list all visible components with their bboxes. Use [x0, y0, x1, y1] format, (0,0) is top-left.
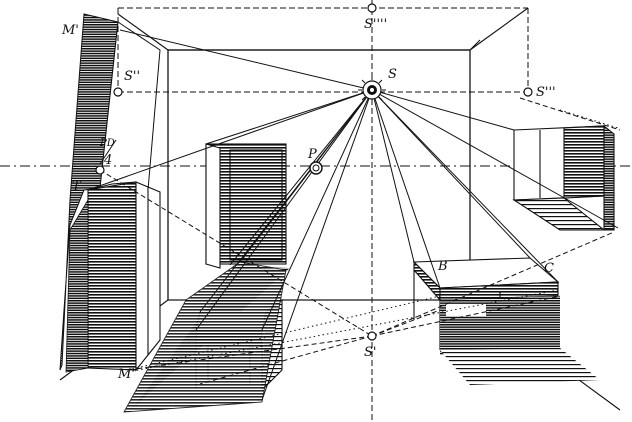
construction-frame	[117, 0, 529, 422]
left-floor-shadow	[65, 198, 89, 373]
point-S-double	[113, 87, 123, 97]
label-PD-fraction: 4	[103, 153, 112, 168]
label-M: M	[117, 367, 132, 382]
label-B: B	[437, 259, 448, 274]
dotted-rays	[127, 109, 619, 373]
point-S-quad	[367, 3, 377, 13]
right-wall-cabinet	[512, 124, 615, 231]
rays-from-S	[87, 29, 619, 401]
label-S-double: S''	[124, 69, 140, 84]
point-P-inner	[312, 164, 320, 172]
back-cabinet	[205, 143, 287, 269]
label-M-prime: M'	[61, 23, 79, 38]
label-C: C	[544, 261, 554, 276]
right-table	[412, 257, 560, 355]
vanishing-point-S	[358, 76, 386, 104]
pd-slash	[99, 139, 117, 165]
label-S-quad: S''''	[364, 17, 387, 32]
label-S-triple: S'''	[536, 85, 556, 100]
dashed-rays	[99, 97, 621, 385]
point-T	[95, 165, 105, 175]
point-S-prime	[367, 331, 377, 341]
right-table-floor-shadow	[440, 348, 600, 385]
label-S-prime: S'	[364, 345, 376, 360]
label-S: S	[388, 67, 397, 82]
point-S-triple	[523, 87, 533, 97]
left-cabinet	[87, 181, 161, 372]
left-floor-band	[123, 261, 287, 413]
label-PD: PD	[99, 138, 115, 149]
label-T: T	[72, 179, 82, 194]
label-P: P	[307, 147, 317, 162]
